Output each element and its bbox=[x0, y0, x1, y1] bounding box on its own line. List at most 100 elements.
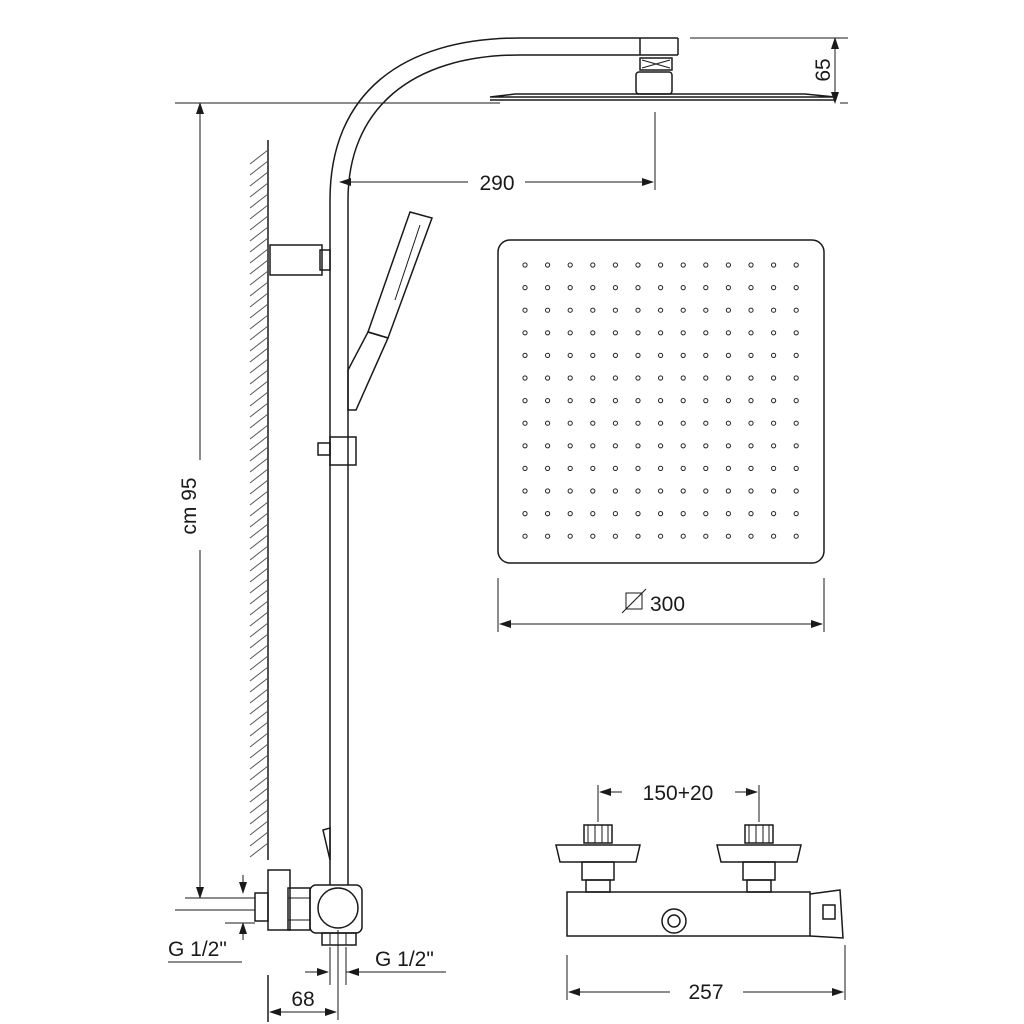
mixer-side-view bbox=[254, 869, 363, 946]
nozzle-dot bbox=[545, 307, 551, 313]
nozzle-dot bbox=[545, 443, 551, 449]
nozzle-dot bbox=[725, 262, 732, 268]
hatch-line bbox=[249, 347, 269, 363]
nozzle-dot bbox=[680, 488, 686, 494]
nozzle-dot bbox=[725, 307, 732, 313]
nozzle-dot bbox=[522, 443, 528, 449]
nozzle-dot bbox=[590, 285, 596, 291]
nozzle-dot bbox=[658, 443, 664, 449]
nozzle-dot bbox=[590, 533, 596, 539]
mixer-front-view bbox=[555, 824, 844, 939]
nozzle-dot bbox=[793, 375, 799, 381]
hatch-line bbox=[249, 589, 269, 605]
nozzle-dot bbox=[567, 420, 573, 426]
dimension-head-height: 65 bbox=[690, 37, 848, 104]
hatch-line bbox=[249, 336, 269, 352]
nozzle-dot bbox=[748, 510, 754, 517]
nozzle-dot bbox=[635, 420, 641, 426]
nozzle-dot bbox=[748, 352, 754, 358]
nozzle-dot bbox=[748, 420, 754, 426]
nozzle-dot bbox=[748, 307, 754, 313]
hatch-line bbox=[249, 633, 269, 649]
nozzle-dot bbox=[612, 533, 619, 539]
outlet-bottom-label: G 1/2" bbox=[375, 948, 434, 971]
nozzle-dot bbox=[771, 352, 777, 358]
nozzle-dot bbox=[680, 420, 686, 426]
hatch-line bbox=[249, 798, 269, 814]
nozzle-dot bbox=[680, 375, 686, 381]
nozzle-dot bbox=[793, 533, 799, 539]
nozzle-dot bbox=[771, 330, 777, 336]
hatch-line bbox=[249, 204, 269, 220]
nozzle-dot bbox=[771, 375, 777, 381]
nozzle-dot bbox=[793, 398, 799, 404]
hatch-line bbox=[249, 457, 269, 473]
nozzle-dot bbox=[567, 285, 573, 291]
hatch-line bbox=[249, 413, 269, 429]
hatch-line bbox=[249, 644, 269, 660]
nozzle-dot bbox=[793, 465, 799, 471]
hatch-line bbox=[249, 578, 269, 594]
dimension-arm-reach: 290 bbox=[339, 112, 656, 195]
outlet-bottom-callout: G 1/2" bbox=[305, 947, 446, 985]
nozzle-dot bbox=[793, 307, 799, 313]
nozzle-dot bbox=[590, 330, 596, 336]
shower-head-top-view bbox=[497, 239, 825, 564]
nozzle-dot bbox=[612, 285, 619, 291]
nozzle-dot bbox=[522, 533, 528, 539]
nozzle-dot bbox=[590, 420, 596, 426]
nozzle-dot bbox=[793, 488, 799, 494]
nozzle-dot bbox=[522, 352, 528, 358]
nozzle-dot bbox=[522, 465, 528, 471]
nozzle-dot bbox=[680, 443, 686, 449]
nozzle-dot bbox=[590, 352, 596, 358]
nozzle-dot bbox=[545, 465, 551, 471]
hatch-line bbox=[249, 699, 269, 715]
nozzle-dot bbox=[545, 330, 551, 336]
wall-hatching bbox=[249, 149, 269, 858]
nozzle-dot bbox=[590, 262, 596, 268]
nozzle-dot bbox=[680, 510, 686, 517]
nozzle-dot bbox=[771, 465, 777, 471]
hatch-line bbox=[249, 182, 269, 198]
nozzle-dot bbox=[612, 330, 619, 336]
hatch-line bbox=[249, 545, 269, 561]
hatch-line bbox=[249, 622, 269, 638]
hatch-line bbox=[249, 149, 269, 165]
hatch-line bbox=[249, 468, 269, 484]
nozzle-dot bbox=[703, 375, 709, 381]
nozzle-dot bbox=[612, 465, 619, 471]
nozzle-dot bbox=[612, 262, 619, 268]
nozzle-dot bbox=[612, 420, 619, 426]
hatch-line bbox=[249, 567, 269, 583]
inlet-left-callout: G 1/2" bbox=[168, 875, 255, 963]
nozzle-dot bbox=[590, 398, 596, 404]
nozzle-dot bbox=[680, 352, 686, 358]
nozzle-dot bbox=[725, 443, 732, 449]
nozzle-dot bbox=[771, 443, 777, 449]
hatch-line bbox=[249, 776, 269, 792]
nozzle-dot bbox=[703, 533, 709, 539]
nozzle-dot bbox=[612, 443, 619, 449]
dimension-valve-width: 257 bbox=[566, 945, 846, 1004]
hatch-line bbox=[249, 171, 269, 187]
nozzle-dot bbox=[748, 533, 754, 539]
nozzle-dot bbox=[748, 262, 754, 268]
nozzle-dot bbox=[590, 465, 596, 471]
nozzle-dot bbox=[590, 307, 596, 313]
hatch-line bbox=[249, 270, 269, 286]
nozzle-dot bbox=[725, 285, 732, 291]
nozzle-dot bbox=[522, 330, 528, 336]
shower-column bbox=[269, 37, 836, 885]
nozzle-dot bbox=[658, 375, 664, 381]
nozzle-dot bbox=[635, 465, 641, 471]
nozzle-dot bbox=[793, 330, 799, 336]
nozzle-dot bbox=[545, 398, 551, 404]
nozzle-dot bbox=[725, 352, 732, 358]
hatch-line bbox=[249, 325, 269, 341]
hatch-line bbox=[249, 369, 269, 385]
nozzle-dot bbox=[725, 375, 732, 381]
nozzle-dot bbox=[567, 533, 573, 539]
hatch-line bbox=[249, 809, 269, 825]
dimension-label-257: 257 bbox=[688, 981, 723, 1004]
